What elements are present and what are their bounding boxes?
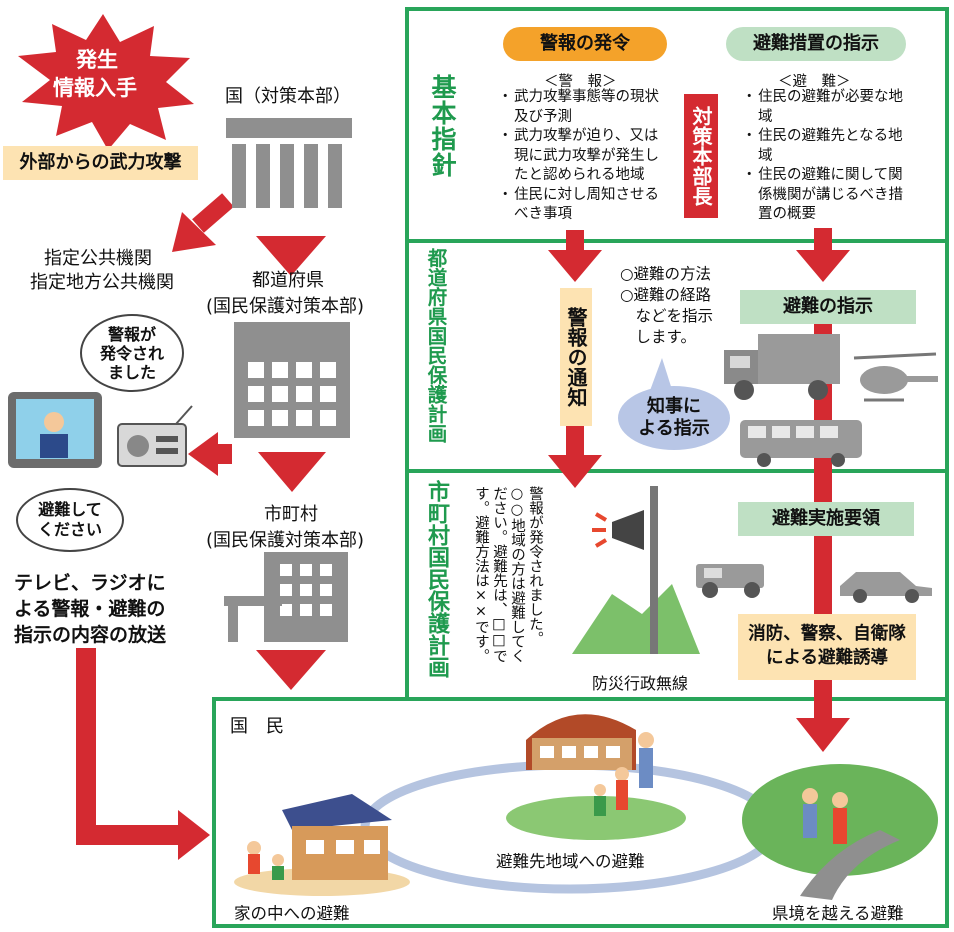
method-line2: ○避難の経路 <box>620 286 712 304</box>
institutions-arrowhead <box>172 212 216 252</box>
warning-arrowhead-1 <box>548 250 602 282</box>
evac-item: 住民の避難に関して関係機関が講じるべき措置の概要 <box>742 166 916 225</box>
method-line1: ○避難の方法 <box>620 265 712 283</box>
hq-chief-label: 対策本部長 <box>684 94 718 218</box>
evac-item: 住民の避難先となる地域 <box>742 127 916 166</box>
broadcast-arrowhead <box>178 810 210 860</box>
prefecture-plan-title: 都道府県国民保護計画 <box>424 248 447 443</box>
governor-line1: 知事に <box>647 396 701 417</box>
evac-arrowhead-1 <box>796 250 850 282</box>
municipality-hq-label: (国民保護対策本部) <box>206 530 365 551</box>
bubble-warning-line1: 警報が <box>107 324 156 344</box>
municipality-label: 市町村 <box>264 504 318 525</box>
governor-line2: よる指示 <box>638 418 710 439</box>
muni-to-citizens-arrow <box>256 650 326 690</box>
warning-issue-pill: 警報の発令 <box>503 27 667 61</box>
broadcast-caption-line1: テレビ、ラジオに <box>14 572 166 594</box>
broadcast-to-citizens-arrow <box>76 648 180 845</box>
national-hq-label: 国（対策本部） <box>225 86 351 107</box>
disaster-radio-tower-icon <box>572 486 700 654</box>
broadcast-caption-line2: よる警報・避難の <box>14 598 166 620</box>
cross-border-evacuation-label: 県境を越える避難 <box>772 904 904 923</box>
truck-icon <box>724 334 840 400</box>
municipal-building-icon <box>224 552 348 642</box>
evacuation-measures-pill: 避難措置の指示 <box>726 27 906 61</box>
governor-instruction-bubble: 知事による指示 <box>618 386 730 450</box>
warning-items-list: 武力攻撃事態等の現状及び予測 武力攻撃が迫り、又は現に武力攻撃が発生したと認めら… <box>498 88 672 225</box>
evacuate-speech-bubble: 避難してください <box>16 488 124 552</box>
prefecture-label: 都道府県 <box>252 270 324 291</box>
evac-procedure-box: 避難実施要領 <box>738 502 914 536</box>
municipal-plan-title: 市町村国民保護計画 <box>424 480 449 678</box>
warning-arrowhead-2 <box>548 455 602 488</box>
method-line3: などを指示 <box>620 307 714 325</box>
warning-item: 武力攻撃が迫り、又は現に武力攻撃が発生したと認められる地域 <box>498 127 672 186</box>
warning-item: 住民に対し周知させるべき事項 <box>498 186 672 225</box>
bubble-evac-line1: 避難して <box>38 500 102 519</box>
regional-evacuation-label: 避難先地域への避難 <box>496 852 645 871</box>
warning-subheading: ＜警 報＞ <box>544 74 617 90</box>
bubble-warning-line3: ました <box>107 362 156 382</box>
broadcast-message-line2: ○○地域の方は避難してく <box>509 486 525 663</box>
radio-icon <box>117 405 193 467</box>
gov-to-pref-arrow <box>256 236 326 276</box>
tv-icon <box>8 392 102 468</box>
basic-policy-title: 基本指針 <box>428 74 457 178</box>
warning-speech-bubble: 警報が発令されました <box>80 314 184 392</box>
prefecture-building-icon <box>234 322 350 438</box>
evac-items-list: 住民の避難が必要な地域 住民の避難先となる地域 住民の避難に関して関係機関が講じ… <box>742 88 916 225</box>
house-evacuation-illustration <box>234 794 410 896</box>
broadcast-message-line1: 警報が発令されました。 <box>527 486 543 646</box>
prefecture-hq-label: (国民保護対策本部) <box>206 296 365 317</box>
broadcast-caption-line3: 指示の内容の放送 <box>14 624 167 646</box>
burst-badge <box>18 14 194 150</box>
pref-to-muni-arrow <box>258 452 326 492</box>
citizens-title: 国 民 <box>230 716 284 737</box>
guidance-line2: による避難誘導 <box>766 648 888 668</box>
media-arrowhead <box>188 432 218 476</box>
evac-arrowhead-final <box>796 718 850 752</box>
evac-subheading: ＜避 難＞ <box>778 74 851 90</box>
cross-border-evacuation-illustration <box>742 764 938 900</box>
helicopter-icon <box>853 352 938 402</box>
bubble-warning-line2: 発令され <box>99 343 164 363</box>
method-line4: します。 <box>620 328 696 346</box>
burst-badge-line2: 情報入手 <box>53 76 137 100</box>
institutions-line1: 指定公共機関 <box>44 248 152 269</box>
regional-evacuation-illustration <box>506 714 686 840</box>
broadcast-message: 警報が発令されました。 ○○地域の方は避難してく ださい。避難先は、□□で す。… <box>472 486 544 666</box>
external-attack-label: 外部からの武力攻撃 <box>3 146 198 180</box>
bus-icon <box>740 420 862 467</box>
bubble-evac-line2: ください <box>37 520 102 539</box>
institutions-line2: 指定地方公共機関 <box>30 272 174 293</box>
disaster-radio-label: 防災行政無線 <box>592 674 689 693</box>
burst-badge-line1: 発生 <box>76 48 118 72</box>
national-building-icon <box>226 118 352 208</box>
home-evacuation-label: 家の中への避難 <box>234 904 350 923</box>
police-car-icon <box>840 572 932 603</box>
warning-notice-box: 警報の通知 <box>560 288 592 426</box>
warning-item: 武力攻撃事態等の現状及び予測 <box>498 88 672 127</box>
jeep-icon <box>696 564 764 598</box>
evac-item: 住民の避難が必要な地域 <box>742 88 916 127</box>
guidance-box: 消防、警察、自衛隊 による避難誘導 <box>738 614 916 680</box>
broadcast-message-line3: ださい。避難先は、□□で <box>491 486 507 663</box>
broadcast-message-line4: す。避難方法は××です。 <box>473 486 489 663</box>
gov-to-institutions-arrow <box>192 193 234 233</box>
guidance-line1: 消防、警察、自衛隊 <box>748 624 906 644</box>
evac-instruction-box: 避難の指示 <box>740 290 916 324</box>
